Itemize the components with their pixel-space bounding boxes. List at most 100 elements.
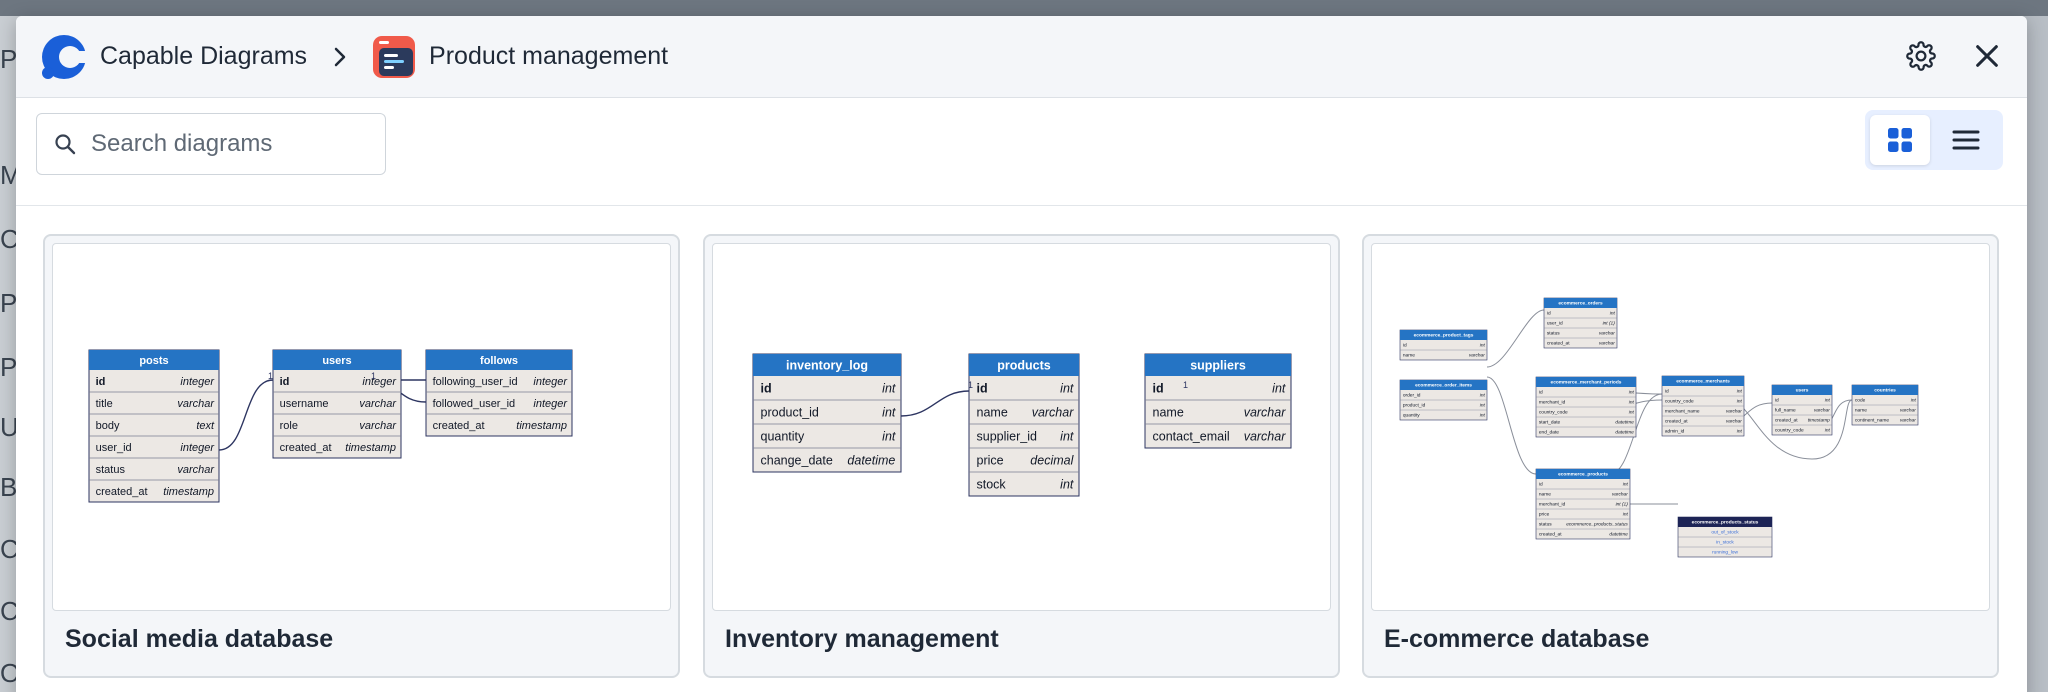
er-column-type: int (1) (1616, 502, 1629, 508)
er-column-name: product_id (761, 406, 819, 420)
breadcrumb: Capable Diagrams Product management (40, 33, 668, 81)
er-column-type: varchar (177, 464, 215, 476)
er-column-name: id (977, 382, 988, 396)
diagram-title: Social media database (65, 625, 334, 653)
search-input[interactable] (91, 130, 371, 158)
search-icon (55, 134, 76, 155)
breadcrumb-app-link[interactable]: Capable Diagrams (100, 42, 308, 70)
header-actions (1901, 36, 2007, 76)
er-column-type: datetime (1615, 420, 1634, 426)
er-column-name: name (1403, 354, 1415, 359)
er-column-type: integer (533, 398, 568, 410)
er-table-name: ecommerce_merchant_periods (1551, 380, 1622, 386)
er-table-header (1852, 385, 1918, 395)
er-column-type: decimal (1030, 454, 1074, 468)
close-icon (1976, 45, 1998, 67)
er-column-name: created_at (1539, 532, 1562, 538)
er-column-name: country_code (1539, 410, 1568, 416)
er-column-name: product_id (1403, 403, 1426, 409)
er-column-name: start_date (1539, 420, 1561, 426)
er-table-header (89, 350, 219, 370)
er-column-name: followed_user_id (433, 398, 516, 410)
er-column-name: user_id (1547, 321, 1563, 327)
view-toggle (1865, 110, 2003, 170)
er-table-body (1535, 468, 1631, 540)
er-column-name: country_code (1665, 399, 1694, 405)
er-column-type: varchar (177, 398, 215, 410)
er-column-type: int (1737, 399, 1743, 405)
er-column-name: id (280, 376, 290, 388)
er-column-name: code (1855, 398, 1866, 404)
er-column-name: name (1539, 493, 1551, 498)
cardinality-label: 1 (968, 380, 973, 390)
er-column-type: int (1060, 430, 1074, 444)
er-column-name: name (977, 406, 1008, 420)
er-column-name: price (1539, 512, 1550, 518)
er-column-name: quantity (1403, 413, 1420, 419)
settings-button[interactable] (1901, 36, 1941, 76)
list-view-button[interactable] (1936, 115, 1996, 165)
chevron-right-icon (331, 44, 349, 70)
er-column-name: created_at (96, 486, 148, 498)
er-column-type: timestamp (345, 442, 396, 454)
diagram-picker-modal: Capable Diagrams Product management (16, 16, 2027, 692)
er-column-type: int (1911, 398, 1917, 404)
er-column-type: varchar (1244, 406, 1287, 420)
cardinality-label: 1 (1183, 380, 1188, 390)
er-column-name: id (1539, 390, 1543, 396)
er-column-type: varchar (1900, 418, 1916, 424)
er-column-type: int (1480, 413, 1486, 419)
er-column-name: name (1855, 409, 1867, 414)
er-column-type: timestamp (163, 486, 214, 498)
er-column-type: timestamp (516, 420, 567, 432)
er-column-name: admin_id (1665, 429, 1685, 435)
diagram-title: E-commerce database (1384, 625, 1650, 653)
er-table-header (426, 350, 572, 370)
er-column-type: int (1) (1603, 321, 1616, 327)
breadcrumb-project[interactable]: Product management (429, 42, 669, 70)
project-icon (373, 35, 416, 78)
er-column-type: datetime (1609, 532, 1628, 538)
er-column-name: created_at (1665, 419, 1688, 425)
er-table-header (1678, 517, 1772, 527)
grid-view-button[interactable] (1870, 115, 1930, 165)
er-enum-value: in_stock (1716, 540, 1734, 546)
er-column-type: datetime (1615, 430, 1634, 436)
er-column-type: int (1623, 482, 1629, 488)
er-column-name: title (96, 398, 113, 410)
er-table-header (1536, 469, 1630, 479)
er-column-type: int (1825, 398, 1831, 404)
er-column-type: varchar (1612, 492, 1628, 498)
er-column-type: varchar (359, 420, 397, 432)
er-enum-value: out_of_stock (1711, 530, 1739, 536)
er-column-name: price (977, 454, 1004, 468)
background-text: C (0, 224, 19, 254)
er-column-type: int (1480, 403, 1486, 409)
close-button[interactable] (1967, 36, 2007, 76)
er-column-type: int (1737, 389, 1743, 395)
er-table-header (1400, 380, 1487, 390)
er-table-header (273, 350, 401, 370)
er-table-name: ecommerce_orders (1558, 301, 1603, 307)
er-column-name: change_date (761, 454, 833, 468)
er-column-name: continent_name (1855, 418, 1889, 424)
er-table-header (1400, 330, 1487, 340)
er-column-type: int (1060, 382, 1074, 396)
er-column-name: created_at (280, 442, 332, 454)
er-column-type: varchar (1599, 331, 1615, 337)
er-column-type: int (1629, 400, 1635, 406)
